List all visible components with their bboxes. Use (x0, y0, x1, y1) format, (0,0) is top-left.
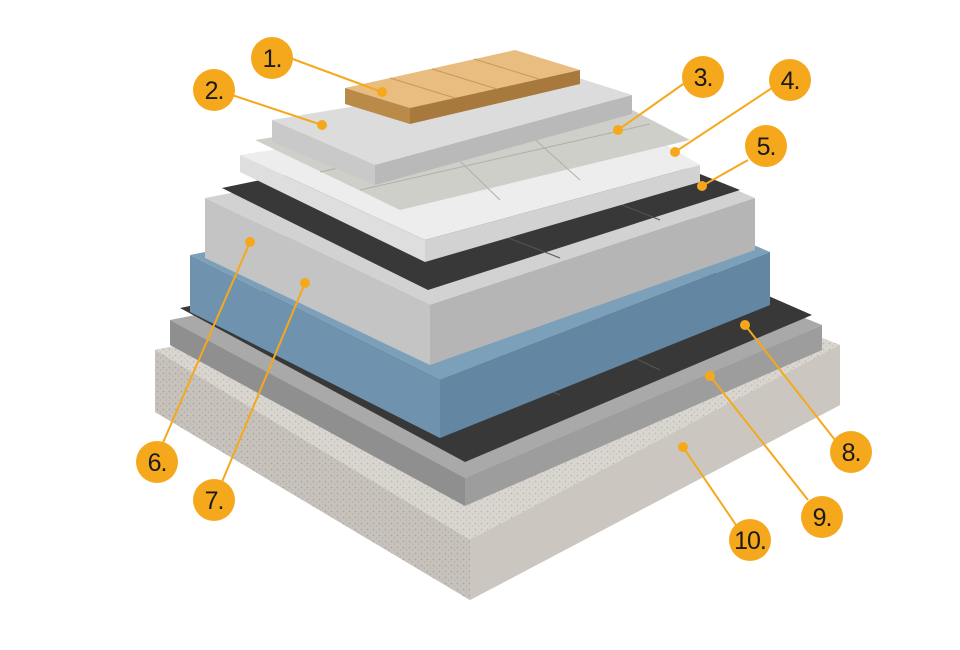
leader-dot-8 (740, 320, 750, 330)
badge-label-8: 8. (842, 439, 861, 467)
leader-6 (161, 241, 251, 446)
leader-7 (221, 282, 306, 483)
badge-label-4: 4. (781, 67, 800, 95)
badge-label-6: 6. (148, 449, 167, 477)
leader-9 (709, 375, 809, 501)
leader-dot-9 (705, 371, 715, 381)
layer-wood-board (345, 50, 580, 124)
badge-label-9: 9. (813, 504, 832, 532)
badge-2: 2. (193, 69, 235, 111)
badge-label-7: 7. (205, 487, 224, 515)
badge-10: 10. (729, 519, 771, 561)
leader-5 (701, 159, 749, 187)
badge-label-1: 1. (263, 45, 282, 73)
leader-dot-2 (317, 120, 327, 130)
badge-5: 5. (745, 125, 787, 167)
leader-dot-5 (697, 181, 707, 191)
layer-top-slab (272, 72, 632, 185)
leader-4 (674, 87, 773, 153)
leader-dot-10 (678, 442, 688, 452)
badge-label-5: 5. (757, 133, 776, 161)
leader-8 (744, 324, 836, 441)
badge-label-2: 2. (205, 77, 224, 105)
badge-8: 8. (830, 431, 872, 473)
badge-label-3: 3. (694, 64, 713, 92)
leader-10 (682, 446, 737, 526)
leader-lines (161, 57, 836, 526)
leader-dot-3 (613, 125, 623, 135)
badge-label-10: 10. (734, 527, 766, 555)
badge-4: 4. (769, 59, 811, 101)
badge-7: 7. (193, 479, 235, 521)
badge-1: 1. (251, 37, 293, 79)
badge-6: 6. (136, 441, 178, 483)
leader-3 (617, 81, 687, 131)
leader-1 (289, 57, 383, 93)
badge-9: 9. (801, 496, 843, 538)
leader-dot-4 (670, 147, 680, 157)
leader-dot-6 (245, 237, 255, 247)
leader-dot-7 (300, 278, 310, 288)
leader-dot-1 (377, 87, 387, 97)
badge-3: 3. (682, 56, 724, 98)
leader-2 (231, 94, 323, 126)
